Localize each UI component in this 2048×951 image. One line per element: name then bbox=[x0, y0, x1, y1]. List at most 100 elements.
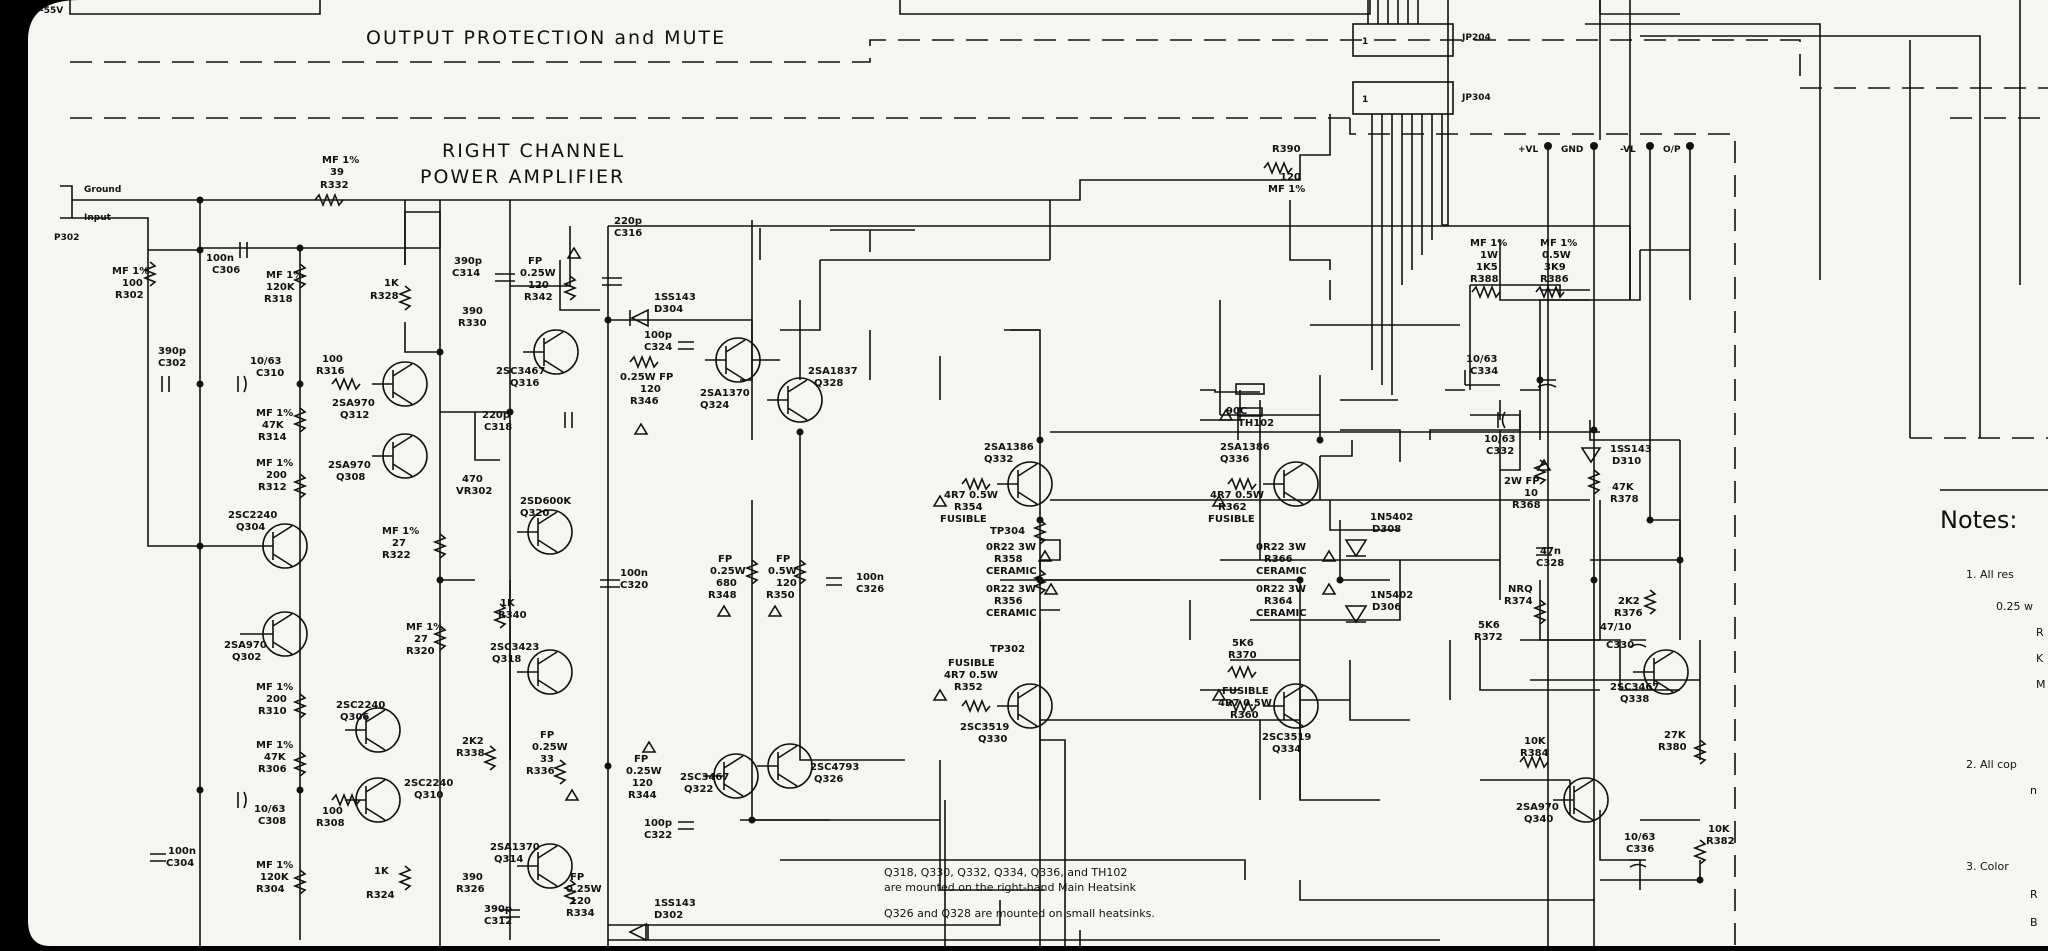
svg-text:R358: R358 bbox=[994, 554, 1023, 565]
rail-label: -55V bbox=[40, 6, 63, 16]
q304-symbol bbox=[240, 523, 308, 569]
svg-text:R364: R364 bbox=[1264, 596, 1293, 607]
mounting-note-line3: Q326 and Q328 are mounted on small heats… bbox=[884, 907, 1155, 920]
svg-text:100: 100 bbox=[122, 278, 143, 289]
svg-text:Q314: Q314 bbox=[494, 854, 523, 865]
svg-text:MF 1%: MF 1% bbox=[256, 408, 293, 419]
svg-text:0.25W: 0.25W bbox=[520, 268, 556, 279]
svg-text:10: 10 bbox=[1524, 488, 1538, 499]
q332-symbol bbox=[997, 461, 1053, 507]
svg-text:R302: R302 bbox=[115, 290, 144, 301]
svg-text:0.25W FP: 0.25W FP bbox=[620, 372, 673, 383]
svg-text:Q310: Q310 bbox=[414, 790, 443, 801]
svg-text:MF 1%: MF 1% bbox=[256, 860, 293, 871]
svg-text:Q324: Q324 bbox=[700, 400, 729, 411]
svg-text:0.25 w: 0.25 w bbox=[1996, 600, 2033, 613]
jp304-label: JP304 bbox=[1461, 93, 1491, 103]
output-terminals: +VL GND -VL O/P bbox=[1518, 142, 1694, 946]
svg-text:2SC4793: 2SC4793 bbox=[810, 762, 859, 773]
svg-text:R368: R368 bbox=[1512, 500, 1541, 511]
svg-text:100: 100 bbox=[322, 806, 343, 817]
svg-text:0R22 3W: 0R22 3W bbox=[986, 542, 1036, 553]
svg-text:MF 1%: MF 1% bbox=[322, 155, 359, 166]
svg-text:1W: 1W bbox=[1480, 250, 1498, 261]
svg-text:100n: 100n bbox=[206, 253, 234, 264]
svg-text:R370: R370 bbox=[1228, 650, 1257, 661]
svg-text:47K: 47K bbox=[264, 752, 287, 763]
svg-text:MF 1%: MF 1% bbox=[112, 266, 149, 277]
resistor-symbols bbox=[142, 160, 1708, 905]
svg-text:MF 1%: MF 1% bbox=[256, 458, 293, 469]
svg-text:1: 1 bbox=[1362, 37, 1368, 47]
svg-text:47/10: 47/10 bbox=[1600, 622, 1632, 633]
svg-text:2SC3467: 2SC3467 bbox=[1610, 682, 1659, 693]
svg-text:K: K bbox=[2036, 652, 2044, 665]
svg-text:R318: R318 bbox=[264, 294, 293, 305]
q322-symbol bbox=[703, 753, 759, 799]
svg-text:120: 120 bbox=[776, 578, 797, 589]
svg-text:C308: C308 bbox=[258, 816, 286, 827]
svg-text:R388: R388 bbox=[1470, 274, 1499, 285]
svg-text:Q306: Q306 bbox=[340, 712, 369, 723]
q324-symbol bbox=[705, 337, 761, 383]
svg-text:R312: R312 bbox=[258, 482, 287, 493]
svg-text:10/63: 10/63 bbox=[254, 804, 286, 815]
svg-text:FP: FP bbox=[634, 754, 648, 765]
svg-text:1N5402: 1N5402 bbox=[1370, 512, 1413, 523]
svg-text:TH102: TH102 bbox=[1238, 418, 1274, 429]
capacitor-symbols bbox=[150, 242, 1647, 918]
svg-text:390: 390 bbox=[462, 872, 483, 883]
svg-text:1K: 1K bbox=[384, 278, 400, 289]
svg-text:R384: R384 bbox=[1520, 748, 1549, 759]
connector-jp304: 1 JP304 bbox=[1352, 0, 1981, 395]
svg-text:2SA1370: 2SA1370 bbox=[700, 388, 750, 399]
svg-text:C306: C306 bbox=[212, 265, 240, 276]
svg-text:Q322: Q322 bbox=[684, 784, 713, 795]
svg-text:R380: R380 bbox=[1658, 742, 1687, 753]
svg-text:R334: R334 bbox=[566, 908, 595, 919]
notes-title: Notes: bbox=[1940, 506, 2017, 534]
svg-text:R350: R350 bbox=[766, 590, 795, 601]
svg-text:33: 33 bbox=[540, 754, 554, 765]
section-heading-protection: OUTPUT PROTECTION and MUTE bbox=[366, 27, 726, 49]
svg-text:Q326: Q326 bbox=[814, 774, 843, 785]
svg-text:120: 120 bbox=[632, 778, 653, 789]
svg-text:D304: D304 bbox=[654, 304, 683, 315]
junction-dots bbox=[196, 196, 1704, 884]
svg-text:R354: R354 bbox=[954, 502, 983, 513]
svg-text:R314: R314 bbox=[258, 432, 287, 443]
q302-symbol bbox=[240, 611, 308, 657]
svg-text:5K6: 5K6 bbox=[1478, 620, 1500, 631]
svg-text:MF 1%: MF 1% bbox=[382, 526, 419, 537]
svg-text:R338: R338 bbox=[456, 748, 485, 759]
svg-text:R342: R342 bbox=[524, 292, 553, 303]
svg-text:R322: R322 bbox=[382, 550, 411, 561]
svg-text:2SA970: 2SA970 bbox=[332, 398, 375, 409]
q326-symbol bbox=[757, 743, 813, 789]
svg-text:100n: 100n bbox=[856, 572, 884, 583]
svg-text:Q330: Q330 bbox=[978, 734, 1007, 745]
q320-symbol bbox=[517, 509, 573, 555]
svg-text:4R7 0.5W: 4R7 0.5W bbox=[944, 670, 998, 681]
svg-text:0.5W: 0.5W bbox=[768, 566, 797, 577]
svg-text:2K2: 2K2 bbox=[462, 736, 484, 747]
svg-text:C328: C328 bbox=[1536, 558, 1564, 569]
svg-text:R348: R348 bbox=[708, 590, 737, 601]
svg-text:2SA1837: 2SA1837 bbox=[808, 366, 858, 377]
svg-text:MF 1%: MF 1% bbox=[256, 740, 293, 751]
svg-text:C310: C310 bbox=[256, 368, 284, 379]
notes-column: Notes: 1. All res 0.25 w R K M 2. All co… bbox=[1940, 506, 2046, 929]
svg-text:MF 1%: MF 1% bbox=[1540, 238, 1577, 249]
svg-text:27: 27 bbox=[392, 538, 406, 549]
q308-symbol bbox=[372, 433, 428, 479]
svg-text:0R22 3W: 0R22 3W bbox=[1256, 584, 1306, 595]
svg-text:120: 120 bbox=[570, 896, 591, 907]
svg-text:47n: 47n bbox=[1540, 546, 1561, 557]
svg-text:C330: C330 bbox=[1606, 640, 1634, 651]
svg-text:R306: R306 bbox=[258, 764, 287, 775]
svg-text:R320: R320 bbox=[406, 646, 435, 657]
svg-text:D310: D310 bbox=[1612, 456, 1641, 467]
svg-text:4R7 0.5W: 4R7 0.5W bbox=[944, 490, 998, 501]
svg-text:C304: C304 bbox=[166, 858, 194, 869]
svg-text:Q318: Q318 bbox=[492, 654, 521, 665]
